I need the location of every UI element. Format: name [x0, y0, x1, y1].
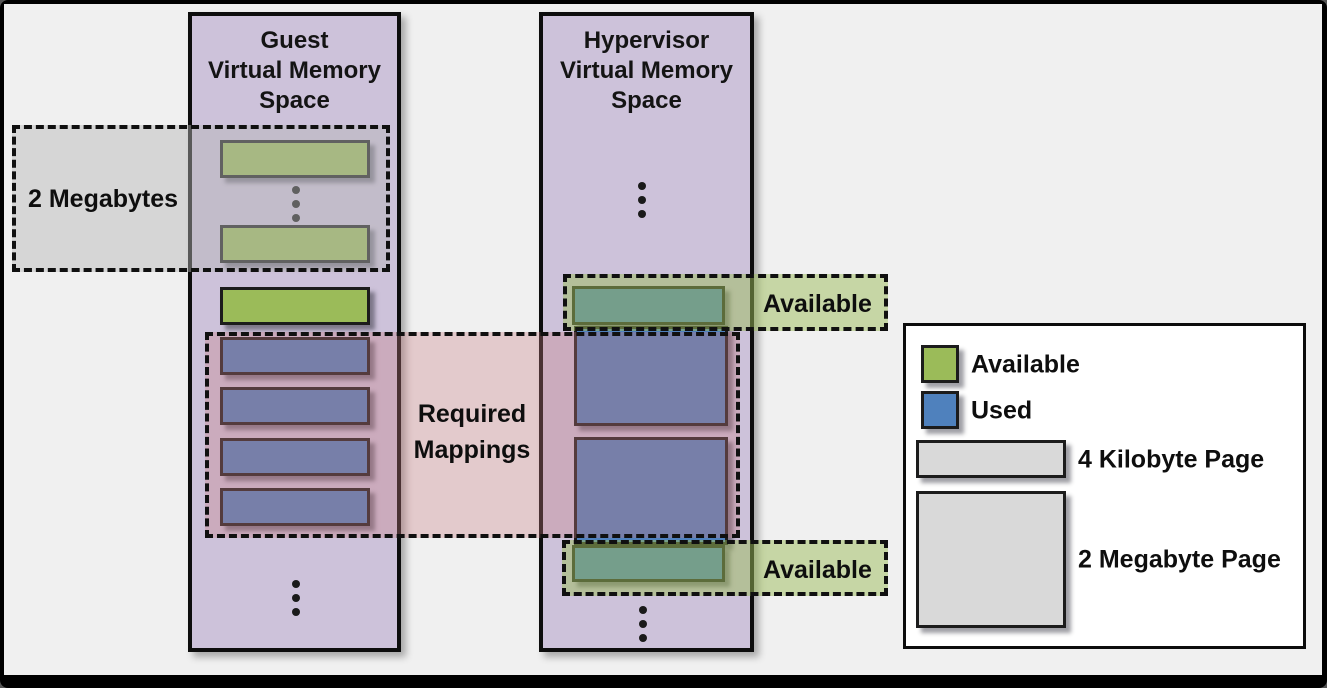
- available-label-bottom: Available: [763, 556, 872, 584]
- legend-swatch-4kb-page-icon: [916, 440, 1066, 478]
- guest-used-page-2: [220, 387, 370, 425]
- diagram-canvas: Guest Virtual Memory Space Hypervisor Vi…: [4, 4, 1322, 675]
- two-megabytes-label: 2 Megabytes: [28, 185, 179, 213]
- hypervisor-bottom-ellipsis: [639, 606, 647, 642]
- legend-swatch-2mb-page-icon: [916, 491, 1066, 628]
- guest-used-page-4: [220, 488, 370, 526]
- guest-column-title: Guest Virtual Memory Space: [208, 27, 381, 114]
- hypervisor-column-title: Hypervisor Virtual Memory Space: [560, 27, 733, 114]
- required-mappings-label: Required Mappings: [413, 400, 531, 464]
- hypervisor-top-ellipsis: [638, 182, 646, 218]
- legend-swatch-used-icon: [921, 391, 959, 429]
- legend-label-used: Used: [971, 396, 1033, 425]
- guest-used-page-1: [220, 337, 370, 375]
- guest-available-page-1: [220, 140, 370, 178]
- legend-swatch-available-icon: [921, 345, 959, 383]
- guest-used-page-3: [220, 438, 370, 476]
- guest-available-page-2: [220, 225, 370, 263]
- available-label-top: Available: [763, 290, 872, 318]
- two-megabytes-region: [12, 125, 390, 272]
- hypervisor-used-2mb-page-2: [574, 437, 728, 545]
- legend-label-available: Available: [971, 350, 1080, 379]
- legend: Available Used 4 Kilobyte Page 2 Megabyt…: [903, 323, 1306, 649]
- legend-label-2mb-page: 2 Megabyte Page: [1078, 545, 1281, 574]
- available-region-bottom: [562, 540, 888, 596]
- guest-bottom-ellipsis: [292, 580, 300, 616]
- guest-top-ellipsis: [292, 186, 300, 222]
- available-region-top: [563, 274, 888, 331]
- legend-label-4kb-page: 4 Kilobyte Page: [1078, 445, 1265, 474]
- required-mappings-region: [205, 332, 740, 538]
- guest-available-page-3: [220, 287, 370, 325]
